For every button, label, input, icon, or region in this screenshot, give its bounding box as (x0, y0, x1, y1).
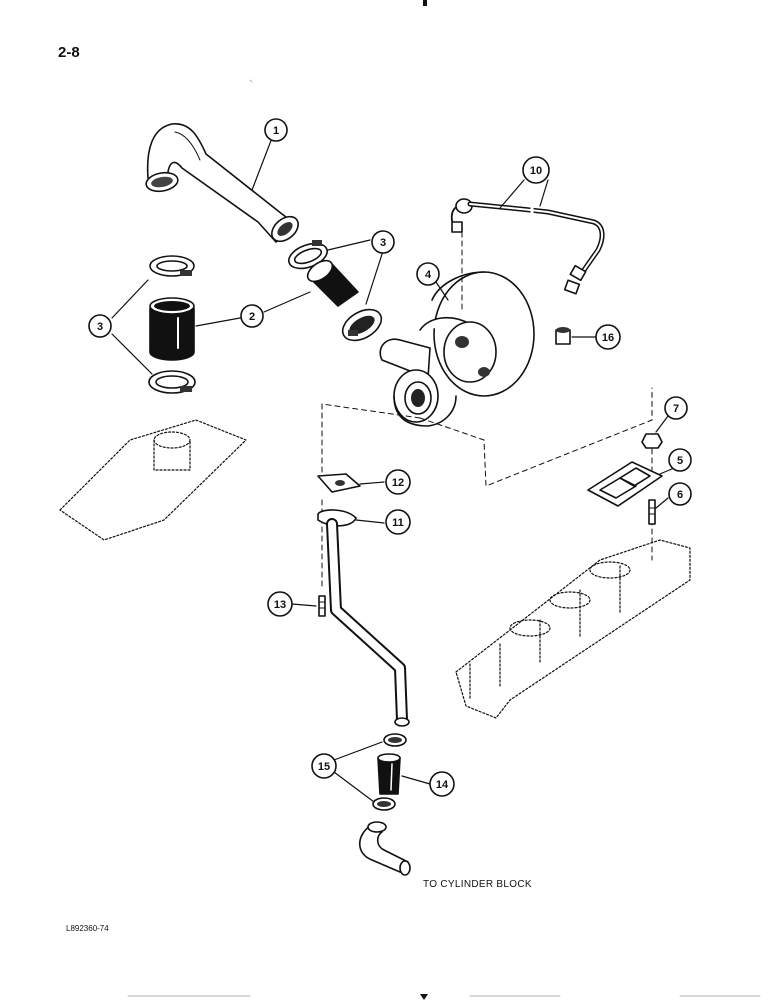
page-number: 2-8 (58, 44, 80, 61)
drain-elbow-tube (358, 821, 411, 876)
oil-fitting (555, 327, 571, 345)
callout-4: 4 (416, 262, 440, 286)
callout-1: 1 (264, 118, 288, 142)
callout-7: 7 (664, 396, 688, 420)
oil-drain-tube (317, 509, 410, 727)
callout-3-left: 3 (88, 314, 112, 338)
turbo-mounting-gasket (587, 461, 663, 507)
svg-text:4: 4 (425, 269, 432, 281)
hose-clamp-upper-left (149, 255, 195, 277)
callout-15: 15 (311, 753, 337, 779)
svg-text:5: 5 (677, 455, 683, 467)
drain-hose (377, 753, 401, 795)
callout-16: 16 (595, 324, 621, 350)
svg-text:12: 12 (392, 477, 404, 489)
callout-11: 11 (385, 509, 411, 535)
callout-6: 6 (668, 482, 692, 506)
intake-hose-right (306, 259, 359, 307)
caption-to-cylinder-block: TO CYLINDER BLOCK (423, 879, 532, 890)
callout-5: 5 (668, 448, 692, 472)
drain-gasket (317, 473, 361, 493)
svg-text:11: 11 (392, 517, 404, 529)
intake-hose-left (149, 297, 195, 361)
svg-text:10: 10 (530, 165, 542, 177)
drain-hose-clamp-lower (372, 797, 396, 811)
oil-supply-line (450, 198, 605, 295)
svg-text:15: 15 (318, 761, 330, 773)
svg-text:14: 14 (436, 779, 449, 791)
leader-lines (111, 137, 675, 803)
drain-stud (318, 595, 326, 617)
hose-clamp-lower-left (148, 370, 196, 394)
turbo-nut (641, 433, 663, 449)
svg-text:6: 6 (677, 489, 683, 501)
scan-marks (127, 79, 761, 997)
drain-hose-clamp-upper (383, 733, 407, 747)
callout-10: 10 (522, 156, 550, 184)
callout-12: 12 (385, 469, 411, 495)
svg-text:1: 1 (273, 125, 279, 137)
illustration-code: L892360-74 (66, 924, 109, 933)
exhaust-manifold-phantom (455, 539, 691, 719)
svg-text:13: 13 (274, 599, 286, 611)
svg-text:2: 2 (249, 311, 255, 323)
intake-elbow-tube (145, 123, 299, 243)
intake-cover-phantom (59, 419, 247, 541)
svg-text:16: 16 (602, 332, 614, 344)
turbocharger (379, 271, 535, 427)
svg-text:3: 3 (97, 321, 103, 333)
callout-14: 14 (429, 771, 455, 797)
callout-3-right: 3 (371, 230, 395, 254)
svg-text:3: 3 (380, 237, 386, 249)
svg-text:7: 7 (673, 403, 679, 415)
callout-13: 13 (267, 591, 293, 617)
hose-clamp-lower-right (341, 308, 383, 342)
turbo-stud (648, 499, 656, 525)
callout-2: 2 (240, 304, 264, 328)
